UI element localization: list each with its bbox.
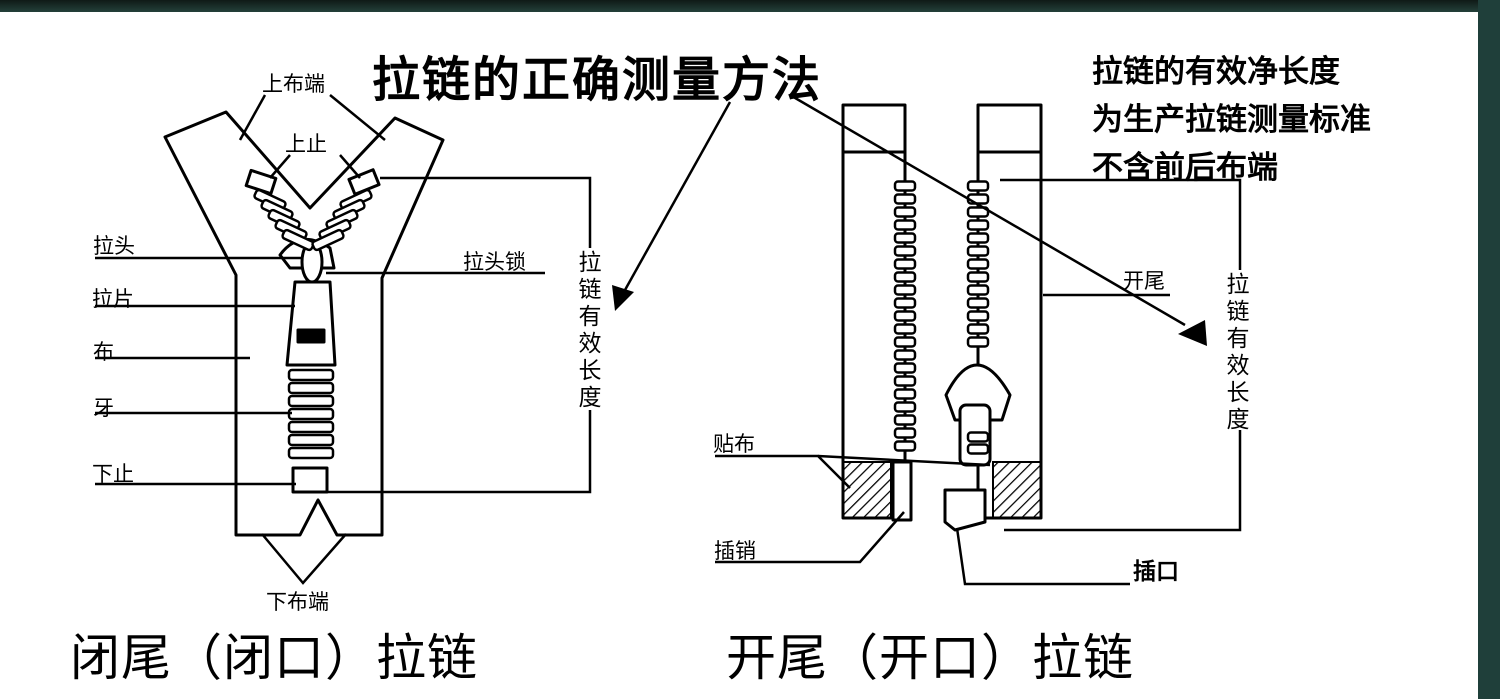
label-fabric: 布 bbox=[93, 340, 114, 364]
label-effective-length-closed: 拉链有效长度 bbox=[578, 250, 602, 411]
open-tooth-right bbox=[966, 271, 990, 283]
retainer-box bbox=[943, 488, 987, 532]
open-tooth-left bbox=[893, 375, 917, 387]
closed-tooth bbox=[287, 446, 335, 460]
open-tooth-left bbox=[893, 440, 917, 452]
closed-tooth bbox=[287, 394, 335, 408]
open-tooth-right bbox=[966, 206, 990, 218]
open-tooth-left bbox=[893, 284, 917, 296]
label-top-fabric-end: 上布端 bbox=[262, 72, 325, 96]
label-insert-pin: 插销 bbox=[714, 539, 756, 563]
open-tooth-right bbox=[966, 336, 990, 348]
open-tooth-left bbox=[893, 323, 917, 335]
open-tooth-right bbox=[966, 180, 990, 192]
arrow-head-left bbox=[612, 285, 634, 311]
open-tooth-left bbox=[893, 232, 917, 244]
open-tooth-left bbox=[893, 245, 917, 257]
closed-tooth bbox=[287, 420, 335, 434]
arrow-head-right bbox=[1178, 320, 1207, 346]
open-tooth-right bbox=[966, 284, 990, 296]
closed-bottom-stop bbox=[291, 466, 329, 494]
open-tooth-left bbox=[893, 362, 917, 374]
caption-closed-zipper: 闭尾（闭口）拉链 bbox=[70, 629, 478, 687]
label-teeth: 牙 bbox=[93, 396, 114, 420]
open-tooth-left bbox=[893, 219, 917, 231]
closed-tooth bbox=[287, 407, 335, 421]
open-tooth-left bbox=[893, 388, 917, 400]
label-slider-lock: 拉头锁 bbox=[463, 250, 526, 274]
open-tooth-right bbox=[966, 443, 990, 455]
open-tooth-left bbox=[893, 193, 917, 205]
right-border bbox=[1478, 0, 1500, 699]
label-slider: 拉头 bbox=[93, 234, 135, 258]
open-tooth-left bbox=[893, 297, 917, 309]
open-tooth-left bbox=[893, 271, 917, 283]
open-tooth-left bbox=[893, 401, 917, 413]
open-tooth-left bbox=[893, 258, 917, 270]
open-tooth-right bbox=[966, 232, 990, 244]
top-border bbox=[0, 0, 1500, 12]
closed-zipper-outline bbox=[163, 110, 445, 537]
label-effective-length-open: 拉链有效长度 bbox=[1226, 272, 1250, 433]
open-tooth-right bbox=[966, 297, 990, 309]
closed-tooth bbox=[287, 368, 335, 382]
diagram-title: 拉链的正确测量方法 bbox=[372, 52, 823, 108]
open-tooth-right bbox=[966, 219, 990, 231]
closed-pull-tab bbox=[285, 280, 337, 367]
open-tooth-left bbox=[893, 336, 917, 348]
note-line-1: 拉链的有效净长度 bbox=[1092, 54, 1340, 90]
label-open-end: 开尾 bbox=[1123, 269, 1165, 293]
label-bottom-fabric-end: 下布端 bbox=[266, 590, 329, 614]
label-pull-tab: 拉片 bbox=[92, 287, 134, 311]
open-tooth-left bbox=[893, 180, 917, 192]
label-bottom-stop: 下止 bbox=[92, 462, 134, 486]
open-tooth-right bbox=[966, 431, 990, 443]
note-line-2: 为生产拉链测量标准 bbox=[1092, 102, 1371, 138]
closed-tooth bbox=[287, 433, 335, 447]
closed-tooth bbox=[287, 381, 335, 395]
patch-left bbox=[842, 461, 892, 519]
label-top-stop: 上止 bbox=[285, 132, 327, 156]
open-tooth-right bbox=[966, 245, 990, 257]
open-tooth-left bbox=[893, 427, 917, 439]
patch-right bbox=[992, 461, 1042, 519]
caption-open-zipper: 开尾（开口）拉链 bbox=[726, 629, 1134, 687]
open-tooth-right bbox=[966, 323, 990, 335]
open-tooth-left bbox=[893, 349, 917, 361]
open-tooth-right bbox=[966, 310, 990, 322]
open-tooth-left bbox=[893, 206, 917, 218]
open-tooth-left bbox=[893, 414, 917, 426]
insert-pin bbox=[891, 460, 913, 522]
label-retainer-box: 插口 bbox=[1133, 559, 1179, 585]
closed-tooth-right bbox=[311, 228, 345, 252]
label-patch: 贴布 bbox=[713, 432, 755, 456]
open-tooth-left bbox=[893, 310, 917, 322]
open-tooth-right bbox=[966, 258, 990, 270]
